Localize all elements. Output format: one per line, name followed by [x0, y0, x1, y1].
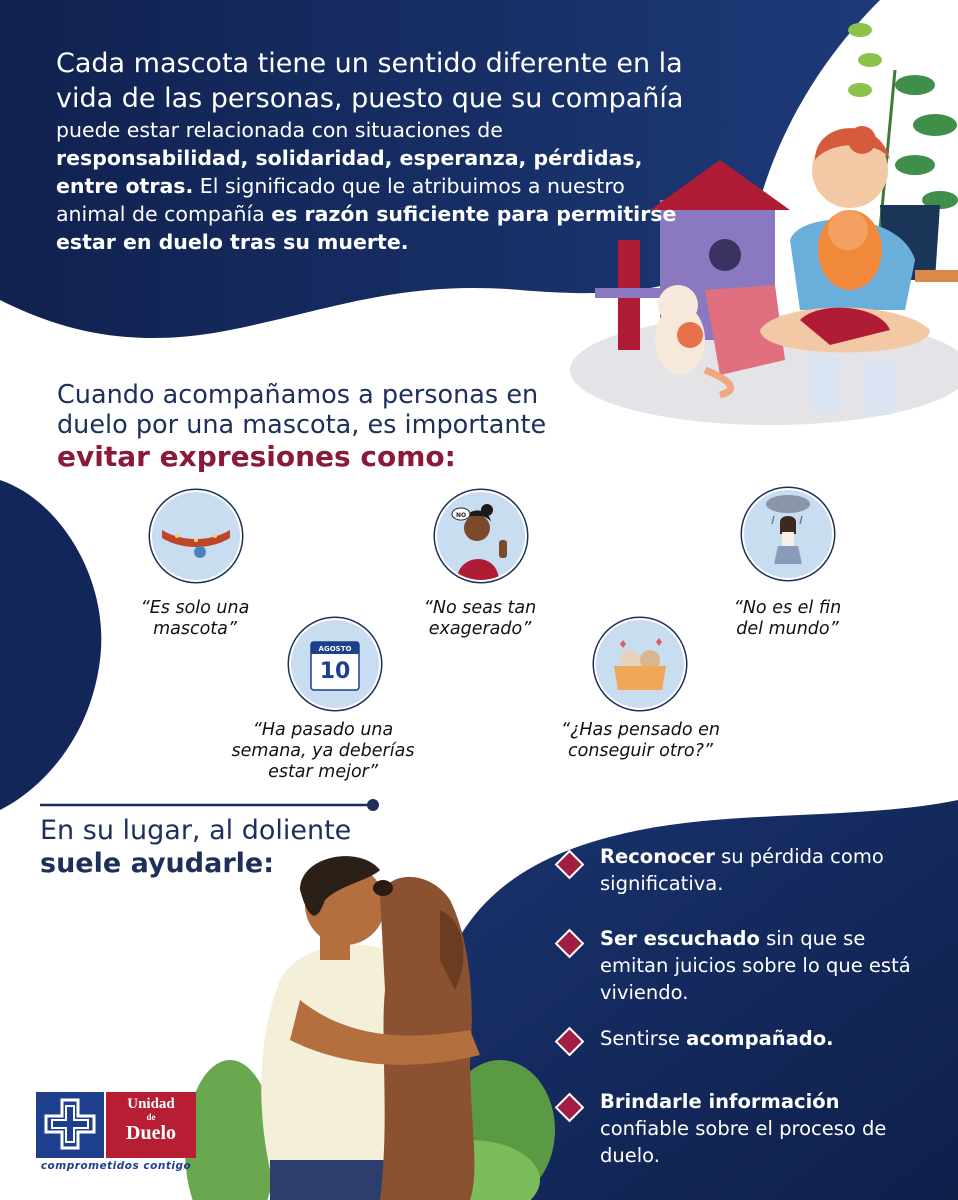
help-item-1-rest: su pérdida como significativa.	[600, 845, 884, 895]
logo-cross-icon	[36, 1092, 104, 1158]
help-item-4-rest: confiable sobre el proceso de duelo.	[600, 1117, 887, 1167]
expression-quote-3: “No es el fin del mundo”	[733, 598, 842, 639]
logo-text-block: Unidad de Duelo	[106, 1092, 196, 1158]
svg-text:NO: NO	[456, 512, 466, 519]
avoid-line-1: Cuando acompañamos a personas en	[57, 380, 539, 410]
help-item-3: Sentirse acompañado.	[600, 1025, 930, 1052]
calendar-icon: AGOSTO 10	[289, 618, 381, 710]
intro-text: Cada mascota tiene un sentido diferente …	[56, 46, 696, 256]
help-item-1: Reconocer su pérdida como significativa.	[600, 843, 930, 897]
dog-collar-icon	[150, 490, 242, 582]
logo-line-3: Duelo	[126, 1122, 176, 1144]
avoid-line-2: duelo por una mascota, es importante	[57, 410, 547, 440]
intro-line-3: puede estar relacionada con situaciones …	[56, 118, 503, 142]
help-item-2: Ser escuchado sin que se emitan juicios …	[600, 925, 930, 1006]
expression-quote-5: “¿Has pensado en conseguir otro?”	[561, 720, 720, 761]
help-item-2-bold: Ser escuchado	[600, 927, 760, 950]
unidad-de-duelo-logo: Unidad de Duelo comprometidos contigo	[36, 1092, 196, 1176]
intro-line-7: estar en duelo tras su muerte.	[56, 230, 409, 254]
expression-quote-1: “Es solo una mascota”	[140, 598, 250, 639]
bottom-wave	[420, 800, 958, 1200]
help-item-3-bold: acompañado.	[686, 1027, 834, 1050]
intro-line-6-bold: es razón suficiente para permitirse	[271, 202, 677, 226]
avoid-emphasis: evitar expresiones como:	[57, 440, 456, 473]
intro-line-2: vida de las personas, puesto que su comp…	[56, 83, 684, 114]
intro-line-4: responsabilidad, solidaridad, esperanza,…	[56, 146, 643, 170]
intro-line-6: animal de compañía	[56, 202, 272, 226]
sad-woman-rain-icon	[742, 488, 834, 580]
help-item-4: Brindarle información confiable sobre el…	[600, 1088, 930, 1169]
intro-line-5-rest: El significado que le atribuimos a nuest…	[193, 174, 625, 198]
instead-line-2: suele ayudarle:	[40, 848, 275, 879]
girl-with-cats-illustration	[570, 23, 958, 425]
instead-line-1: En su lugar, al doliente	[40, 815, 352, 846]
woman-saying-no-icon: NO	[435, 490, 527, 582]
help-item-4-bold: Brindarle información	[600, 1090, 840, 1113]
instead-heading: En su lugar, al doliente suele ayudarle:	[40, 815, 351, 881]
logo-line-2: de	[146, 1112, 156, 1122]
expression-quote-4: “Ha pasado una semana, ya deberías estar…	[231, 720, 415, 782]
avoid-heading: Cuando acompañamos a personas en duelo p…	[57, 380, 577, 472]
intro-line-5-bold: entre otras.	[56, 174, 194, 198]
help-item-3-pre: Sentirse	[600, 1027, 687, 1050]
puppies-box-icon	[594, 618, 686, 710]
calendar-day: 10	[320, 659, 351, 684]
help-item-2-rest: sin que se emitan juicios sobre lo que e…	[600, 927, 911, 1004]
calendar-month: AGOSTO	[319, 645, 352, 653]
expression-quote-2: “No seas tan exagerado”	[423, 598, 537, 639]
man-hugging-dog-illustration	[185, 856, 555, 1200]
logo-tagline: comprometidos contigo	[40, 1160, 192, 1172]
logo-line-1: Unidad	[127, 1096, 175, 1112]
left-blob	[0, 480, 102, 810]
intro-line-1: Cada mascota tiene un sentido diferente …	[56, 48, 683, 79]
help-item-1-bold: Reconocer	[600, 845, 715, 868]
